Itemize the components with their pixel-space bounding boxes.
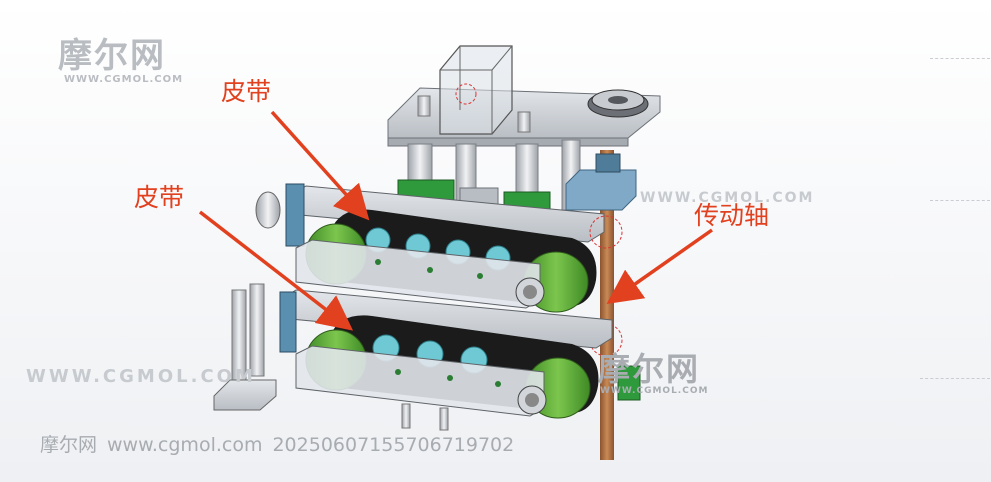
shaft-bearing-block [565,153,637,211]
watermark-logo-url: WWW.CGMOL.COM [600,386,709,396]
watermark-url-mid: WWW.CGMOL.COM [640,190,815,206]
shaft-bracket [617,365,641,401]
watermark-logo-text: 摩尔网 [58,36,166,76]
watermark-logo-bottom-right: 摩尔网 WWW.CGMOL.COM [598,352,718,396]
watermark-url-left: WWW.CGMOL.COM [26,366,256,387]
arrow-belt-top [270,110,370,221]
top-posts [417,95,531,133]
label-belt-top: 皮带 [221,77,272,106]
watermark-logo-text: 摩尔网 [598,350,701,388]
guide-line [930,58,990,59]
drive-sprockets [589,215,623,357]
bearing-disc [587,89,649,118]
lower-conveyor-frame [279,289,613,353]
lower-front-plate [295,345,547,431]
footer-id: 20250607155706719702 [272,434,515,456]
sensor-housing [439,45,513,135]
label-belt-middle: 皮带 [134,183,185,212]
annotation-arrows [198,110,714,331]
lower-left-posts [213,283,277,411]
footer-watermark: 摩尔网 www.cgmol.com 20250607155706719702 [40,430,524,457]
watermark-logo-url: WWW.CGMOL.COM [64,74,184,85]
footer-site-name: 摩尔网 [40,434,98,456]
arrow-drive-shaft [606,228,714,305]
arrow-belt-middle [198,210,354,331]
guide-line [930,200,990,201]
watermark-logo-top-left: 摩尔网 WWW.CGMOL.COM [58,38,188,85]
footer-site-url: www.cgmol.com [107,434,263,456]
guide-line [920,378,990,379]
label-drive-shaft: 传动轴 [694,201,770,230]
upper-front-plate [295,239,545,309]
